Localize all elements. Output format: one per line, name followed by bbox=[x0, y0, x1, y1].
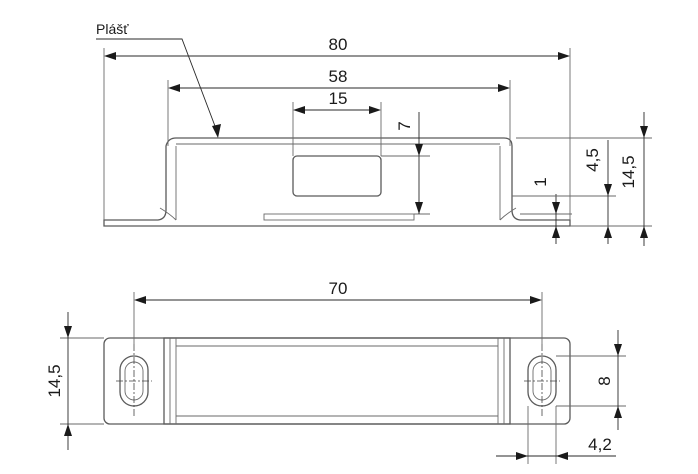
dim-14-5-top-arrow-top bbox=[640, 126, 648, 138]
dim-4-5-arrow-top bbox=[604, 184, 612, 196]
dim-15-arrow-left bbox=[293, 106, 305, 114]
base-strip bbox=[263, 213, 415, 221]
plan-view: 70 14,5 8 4,2 bbox=[45, 279, 626, 464]
window bbox=[292, 155, 382, 197]
dim-70-arrow-right bbox=[530, 296, 542, 304]
callout-leader bbox=[96, 38, 219, 135]
dim-70-arrow-left bbox=[134, 296, 146, 304]
dim-1-arrow-bottom bbox=[552, 226, 560, 238]
dim-14-5-left-arrow-top bbox=[64, 326, 72, 338]
dim-14-5-left-arrow-bottom bbox=[64, 424, 72, 436]
dim-80-label: 80 bbox=[329, 35, 348, 54]
dim-4-2-arrow-right bbox=[556, 452, 568, 460]
dim-58-arrow-left bbox=[168, 84, 180, 92]
dim-7-arrow-bottom bbox=[415, 202, 423, 214]
dim-7-arrow-top bbox=[415, 144, 423, 156]
dim-58-arrow-right bbox=[498, 84, 510, 92]
dim-4-2-label: 4,2 bbox=[588, 435, 612, 454]
dim-8-label: 8 bbox=[595, 376, 614, 385]
dim-8-arrow-top bbox=[614, 344, 622, 356]
dim-8-extension bbox=[556, 355, 626, 407]
flange-left bbox=[159, 207, 177, 221]
flange-right bbox=[499, 207, 517, 221]
dim-58-label: 58 bbox=[329, 67, 348, 86]
dim-80-extension bbox=[103, 48, 571, 220]
slot-right-centerline bbox=[524, 344, 560, 418]
dim-7-extension bbox=[381, 155, 430, 215]
housing-side-lines bbox=[169, 338, 505, 424]
dim-4-5-extension bbox=[512, 195, 616, 227]
side-view: Plášť 80 58 15 7 1 bbox=[96, 21, 652, 246]
housing-outline bbox=[103, 137, 571, 227]
dim-8-arrow-bottom bbox=[614, 406, 622, 418]
dim-4-2-arrow-left bbox=[516, 452, 528, 460]
dim-14-5-left-extension bbox=[60, 337, 104, 425]
housing-top bbox=[163, 337, 511, 425]
dim-15-label: 15 bbox=[329, 89, 348, 108]
dim-58-extension bbox=[167, 80, 511, 146]
dim-7-label: 7 bbox=[395, 121, 414, 130]
plate-outline bbox=[103, 337, 571, 425]
dim-14-5-top-arrow-bottom bbox=[640, 226, 648, 238]
dim-80-arrow-left bbox=[104, 52, 116, 60]
dim-4-2-extension bbox=[527, 406, 557, 464]
callout-label: Plášť bbox=[96, 21, 129, 37]
dim-70-extension bbox=[133, 292, 543, 344]
dim-14-5-top-extension bbox=[516, 137, 652, 227]
dim-4-5-label: 4,5 bbox=[583, 148, 602, 172]
dim-80-arrow-right bbox=[558, 52, 570, 60]
dim-15-arrow-right bbox=[369, 106, 381, 114]
dim-1-label: 1 bbox=[531, 177, 550, 186]
housing-inner-wall bbox=[175, 143, 501, 220]
dim-1-arrow-top bbox=[552, 202, 560, 214]
slot-left-centerline bbox=[116, 344, 152, 418]
dim-70-label: 70 bbox=[329, 279, 348, 298]
housing-inner-lines bbox=[175, 338, 499, 424]
dim-14-5-left-label: 14,5 bbox=[45, 364, 64, 397]
dim-14-5-top-label: 14,5 bbox=[619, 155, 638, 188]
dim-4-5-arrow-bottom bbox=[604, 226, 612, 238]
callout-arrowhead bbox=[212, 124, 221, 138]
dim-15-extension bbox=[292, 102, 382, 156]
